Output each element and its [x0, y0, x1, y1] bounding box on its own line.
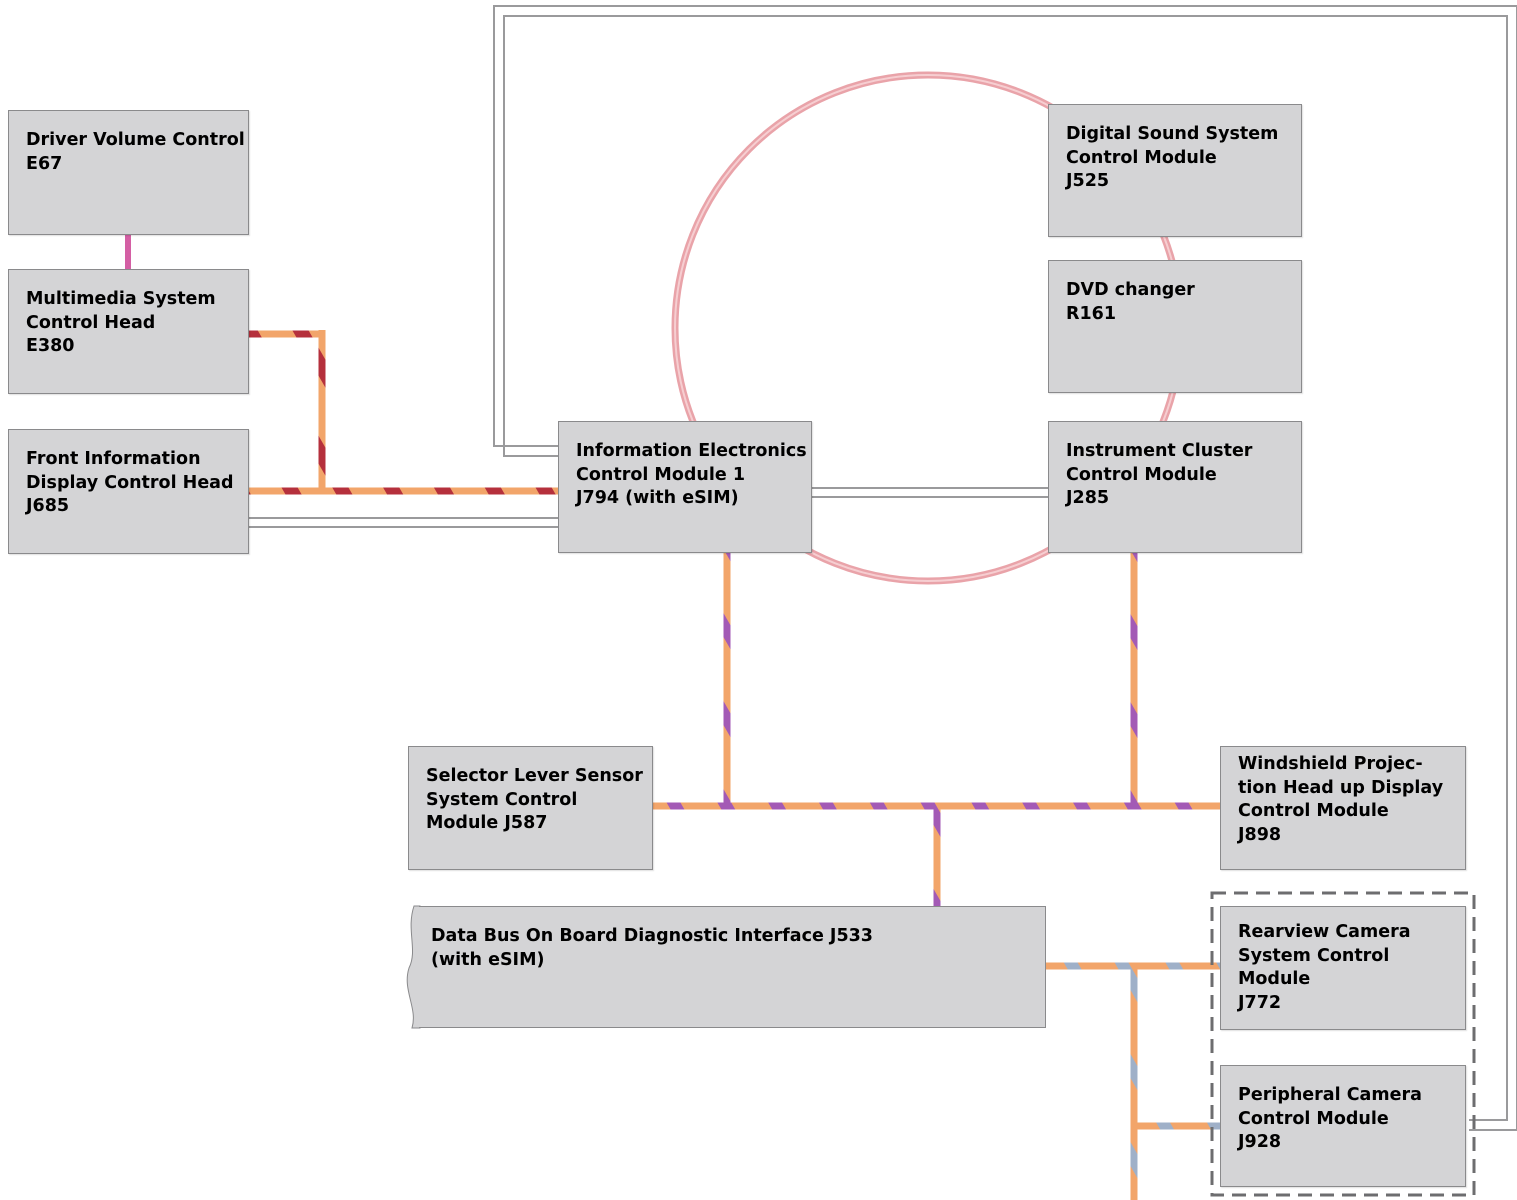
module-windshield-hud[interactable]: Windshield Projec- tion Head up Display …	[1220, 746, 1466, 870]
module-peripheral-camera[interactable]: Peripheral Camera Control Module J928	[1220, 1065, 1466, 1187]
camera-can-bus	[1045, 962, 1220, 1200]
module-gateway-j533[interactable]: Data Bus On Board Diagnostic Interface J…	[419, 906, 1046, 1028]
module-code: J772	[1238, 992, 1282, 1013]
module-label-line: Control Head	[26, 312, 156, 333]
module-rearview-camera[interactable]: Rearview Camera System Control Module J7…	[1220, 906, 1466, 1030]
module-label-line: (with eSIM)	[431, 949, 545, 970]
module-code: R161	[1066, 303, 1117, 324]
module-label-line: Control Module	[1238, 801, 1389, 821]
module-front-information-display[interactable]: Front Information Display Control Head J…	[8, 429, 249, 554]
module-label-line: System Control	[426, 789, 578, 810]
module-label-line: Control Module 1	[576, 464, 745, 485]
module-label-line: Rearview Camera	[1238, 922, 1411, 942]
module-code: J685	[26, 496, 70, 516]
module-label-line: Display Control Head	[26, 472, 234, 493]
module-label-line: tion Head up Display	[1238, 777, 1444, 798]
module-information-electronics[interactable]: Information Electronics Control Module 1…	[558, 421, 812, 553]
video-link-j794-j285	[812, 487, 1048, 498]
module-label-line: Digital Sound System	[1066, 124, 1279, 144]
module-label-line: Multimedia System	[26, 289, 216, 309]
module-label-line: Instrument Cluster	[1066, 441, 1253, 461]
module-code: J794 (with eSIM)	[576, 488, 739, 508]
module-instrument-cluster[interactable]: Instrument Cluster Control Module J285	[1048, 421, 1302, 553]
display-can-bus	[653, 553, 1220, 906]
module-label-line: DVD changer	[1066, 280, 1195, 300]
video-link-j685-j794	[249, 517, 558, 528]
module-digital-sound-system[interactable]: Digital Sound System Control Module J525	[1048, 104, 1302, 237]
module-code: E380	[26, 336, 75, 356]
module-driver-volume-control[interactable]: Driver Volume Control E67	[8, 110, 249, 235]
module-label-line: Module J587	[426, 813, 548, 833]
gateway-torn-edge	[406, 905, 421, 1029]
module-code: J928	[1238, 1132, 1282, 1152]
module-label-line: Control Module	[1066, 147, 1217, 168]
outer-video-link	[493, 5, 1517, 1131]
module-multimedia-control-head[interactable]: Multimedia System Control Head E380	[8, 269, 249, 394]
module-code: E67	[26, 153, 63, 174]
module-label-line: Windshield Projec-	[1238, 754, 1423, 774]
module-label-line: Control Module	[1066, 464, 1217, 485]
module-label-line: Data Bus On Board Diagnostic Interface J…	[431, 926, 873, 946]
module-label-line: System Control	[1238, 945, 1390, 966]
infotainment-can-bus	[249, 330, 558, 495]
module-label-line: Driver Volume Control	[26, 130, 245, 150]
module-label-line: Front Information	[26, 449, 201, 469]
module-label-line: Control Module	[1238, 1108, 1389, 1129]
module-code: J898	[1238, 824, 1282, 845]
module-label-line: Information Electronics	[576, 441, 807, 461]
module-code: J525	[1066, 171, 1110, 191]
module-label-line: Module	[1238, 969, 1311, 989]
module-label-line: Selector Lever Sensor	[426, 766, 643, 786]
module-selector-lever-sensor[interactable]: Selector Lever Sensor System Control Mod…	[408, 746, 653, 870]
camera-group-dashed-frame	[1210, 891, 1476, 1197]
module-label-line: Peripheral Camera	[1238, 1085, 1422, 1105]
module-dvd-changer[interactable]: DVD changer R161	[1048, 260, 1302, 393]
module-code: J285	[1066, 488, 1110, 508]
